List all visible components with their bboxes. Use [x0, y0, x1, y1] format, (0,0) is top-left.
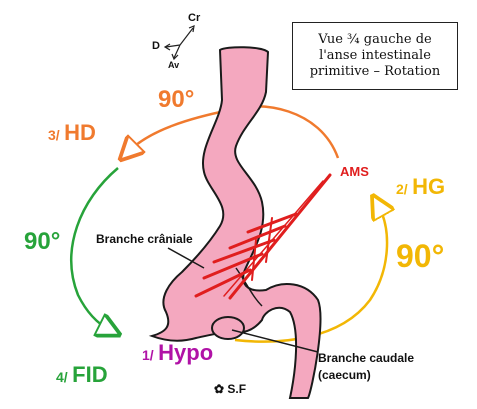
step-4-label: 4/ FID [56, 362, 108, 388]
intestinal-loop [148, 46, 322, 399]
caudal-branch-line-2: (caecum) [318, 368, 371, 382]
step-3-label: 3/ HD [48, 120, 96, 146]
caudal-branch-label: Branche caudale (caecum) [318, 350, 414, 384]
angle-top: 90° [158, 86, 195, 113]
rotation-arc-green [70, 167, 118, 330]
caudal-branch-line-1: Branche caudale [318, 351, 415, 365]
step-4-number: 4/ [56, 369, 68, 385]
step-2-number: 2/ [396, 181, 408, 197]
step-4-text: FID [72, 362, 108, 387]
signature-text: S.F [227, 382, 247, 396]
angle-right: 90° [396, 238, 445, 274]
caudal-branch-pointer [231, 329, 319, 353]
step-3-text: HD [64, 120, 96, 145]
orientation-dorsal-label: D [152, 40, 160, 52]
step-2-text: HG [412, 174, 446, 199]
step-3-number: 3/ [48, 127, 60, 143]
cranial-branch-pointer [167, 247, 205, 269]
orientation-axes [163, 25, 195, 61]
step-1-number: 1/ [142, 347, 154, 363]
ams-label: AMS [340, 164, 369, 179]
intestine-body [148, 46, 322, 399]
title-line-1: Vue ¾ gauche de [318, 32, 432, 47]
title-line-3: primitive – Rotation [309, 64, 441, 79]
ams-artery [194, 173, 332, 300]
step-2-label: 2/ HG [396, 174, 445, 200]
orientation-anterior-label: Av [168, 60, 180, 70]
caecum-bud [211, 316, 245, 340]
cranial-branch-label: Branche crâniale [96, 232, 193, 246]
step-1-label: 1/ Hypo [142, 340, 213, 366]
step-1-text: Hypo [158, 340, 214, 365]
orientation-cranial-label: Cr [188, 12, 201, 24]
title-line-2: l'anse intestinale [319, 48, 431, 63]
title-box: Vue ¾ gauche de l'anse intestinale primi… [292, 22, 458, 90]
signature: ✿ S.F [214, 382, 246, 396]
signature-icon: ✿ [214, 382, 225, 396]
angle-left: 90° [24, 228, 61, 255]
